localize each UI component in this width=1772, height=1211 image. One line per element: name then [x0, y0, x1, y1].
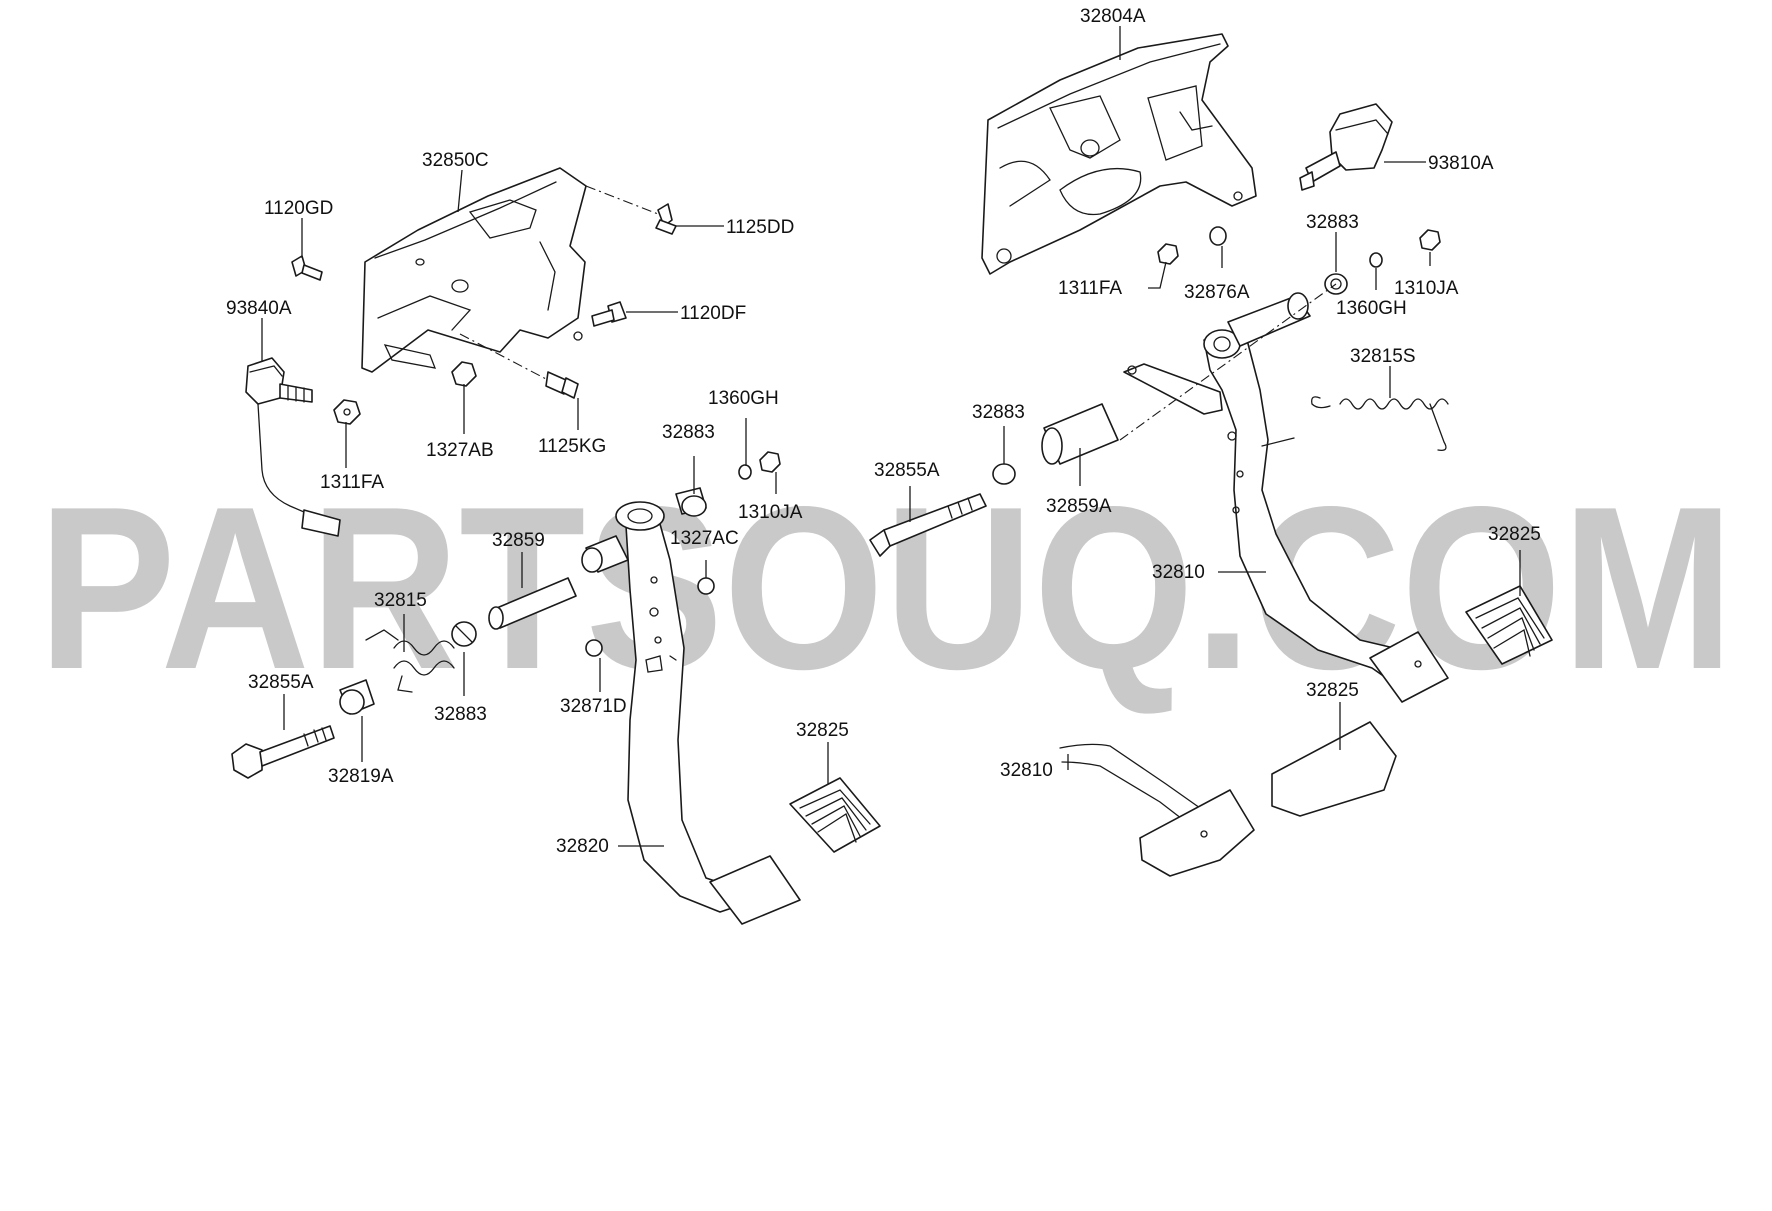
label-1327ac: 1327AC	[670, 528, 739, 549]
label-93840a: 93840A	[226, 298, 292, 319]
nut-1327ac	[697, 577, 715, 595]
label-32883-d: 32883	[434, 704, 487, 725]
nut-1310ja-mid	[759, 451, 781, 473]
label-32883-c: 32883	[662, 422, 715, 443]
label-1311fa-b: 1311FA	[320, 472, 384, 493]
pin-32859	[488, 577, 577, 630]
bolt-1120df	[591, 301, 627, 327]
pin-32859a	[1041, 403, 1119, 465]
label-93810a: 93810A	[1428, 153, 1494, 174]
pedal-pad-32810-lower	[1139, 789, 1255, 877]
label-1360gh-a: 1360GH	[1336, 298, 1407, 319]
label-1311fa-a: 1311FA	[1058, 278, 1122, 299]
pedal-pad-32825-lower	[1271, 721, 1397, 817]
label-32815: 32815	[374, 590, 427, 611]
label-32825-a: 32825	[1488, 524, 1541, 545]
bolt-32855a-left	[231, 725, 335, 779]
bolt-1125dd	[655, 203, 677, 235]
spring-32815s	[1311, 396, 1449, 451]
label-32883-a: 32883	[1306, 212, 1359, 233]
label-32810-a: 32810	[1152, 562, 1205, 583]
pedal-pad-32825-center	[789, 777, 881, 853]
label-1310ja-a: 1310JA	[1394, 278, 1459, 299]
bushing-32871d	[585, 639, 603, 657]
nut-1311fa-left	[333, 399, 361, 425]
label-32883-b: 32883	[972, 402, 1025, 423]
label-32825-c: 32825	[1306, 680, 1359, 701]
label-1327ab: 1327AB	[426, 440, 494, 461]
bolt-32855a-center	[869, 493, 987, 557]
watermark: PARTSOUQ.COM	[38, 459, 1734, 718]
label-32815s: 32815S	[1350, 346, 1416, 367]
pedal-arm-32810-upper	[1123, 292, 1405, 683]
label-32820: 32820	[556, 836, 609, 857]
alignment-lines	[459, 185, 1337, 441]
pedal-pad-32820	[709, 855, 801, 925]
label-1120gd: 1120GD	[264, 198, 333, 219]
label-1120df: 1120DF	[680, 303, 746, 324]
label-1125dd: 1125DD	[726, 217, 794, 238]
label-32855a-b: 32855A	[248, 672, 314, 693]
bushing-32883-center	[992, 463, 1016, 485]
pedal-pad-32810-upper	[1369, 631, 1449, 703]
label-32876a: 32876A	[1184, 282, 1250, 303]
nut-1327ab	[451, 361, 477, 387]
label-32819a: 32819A	[328, 766, 394, 787]
label-1310ja-b: 1310JA	[738, 502, 803, 523]
label-32855a-a: 32855A	[874, 460, 940, 481]
label-32859: 32859	[492, 530, 545, 551]
bolt-1125kg	[545, 371, 579, 399]
washer-1360gh-mid	[738, 464, 752, 480]
nut-1311fa-right	[1157, 243, 1179, 265]
label-32825-b: 32825	[796, 720, 849, 741]
switch-93810a	[1299, 103, 1393, 191]
bracket-32804a	[981, 33, 1257, 275]
switch-93840a	[245, 357, 341, 537]
bushing-32883-mid	[675, 487, 707, 517]
label-32804a: 32804A	[1080, 6, 1146, 27]
cap-32876a	[1209, 226, 1227, 246]
washer-1360gh-top	[1369, 252, 1383, 268]
label-32871d: 32871D	[560, 696, 627, 717]
label-32850c: 32850C	[422, 150, 489, 171]
bushing-32819a	[339, 679, 375, 715]
leader-lines	[261, 26, 1521, 847]
pedal-arm-32810-lower	[1059, 743, 1201, 823]
pedal-pad-32825-right	[1465, 585, 1553, 665]
bushing-32883-low	[451, 621, 477, 647]
label-32859a: 32859A	[1046, 496, 1112, 517]
bracket-32850c	[361, 167, 587, 373]
label-1360gh-b: 1360GH	[708, 388, 779, 409]
label-1125kg: 1125KG	[538, 436, 606, 457]
pedal-arm-32820	[581, 501, 745, 913]
bolt-1120gd	[291, 255, 323, 281]
nut-1310ja-top	[1419, 229, 1441, 251]
part-labels: 32804A 93810A 32850C 1120GD 1125DD 32883…	[226, 6, 1541, 857]
label-32810-b: 32810	[1000, 760, 1053, 781]
